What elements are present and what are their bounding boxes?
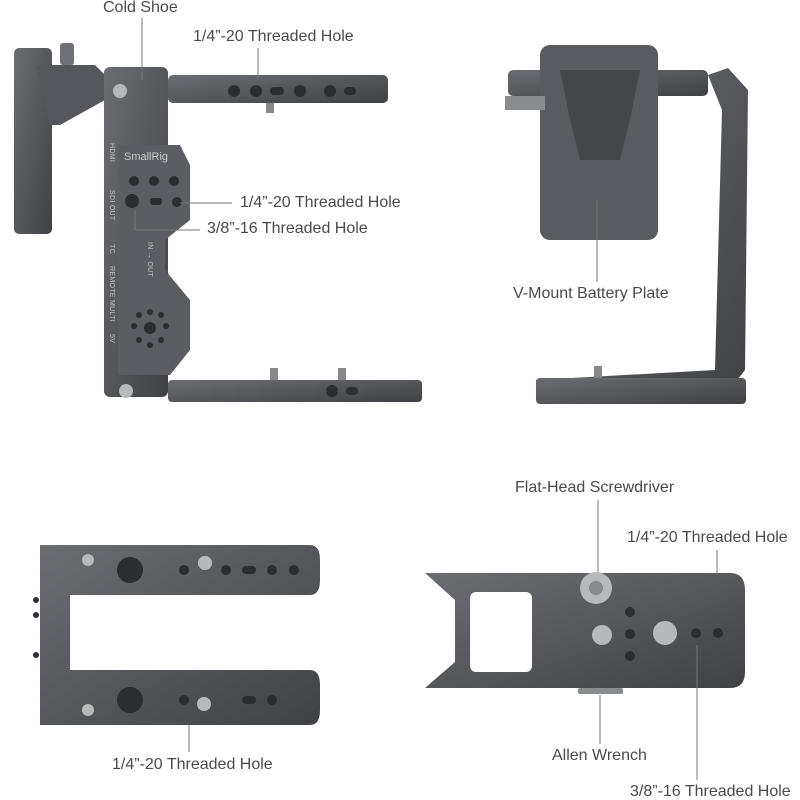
cage-vmount-view <box>505 45 748 404</box>
base-plate <box>33 545 320 725</box>
label-base-quarter-hole: 1/4”-20 Threaded Hole <box>112 756 273 773</box>
port-label-5v: 5V <box>108 334 115 344</box>
label-top-quarter-hole: 1/4”-20 Threaded Hole <box>193 28 354 45</box>
port-label-hdmi: HDMI <box>108 143 115 163</box>
port-label-sdi-out: SDI OUT <box>108 190 115 221</box>
label-side-threeeighth-hole: 3/8”-16 Threaded Hole <box>207 220 368 237</box>
label-allen-wrench: Allen Wrench <box>552 747 647 764</box>
in-out-label: IN → OUT <box>146 242 153 278</box>
label-screwdriver: Flat-Head Screwdriver <box>515 479 675 496</box>
leader-lines <box>134 18 718 780</box>
cage-side-view: SmallRig <box>14 43 422 402</box>
label-side-quarter-hole: 1/4”-20 Threaded Hole <box>240 194 401 211</box>
label-handle-threeeighth-hole: 3/8”-16 Threaded Hole <box>630 783 791 800</box>
brand-logo: SmallRig <box>124 151 168 163</box>
port-label-tc: TC <box>108 244 115 254</box>
port-label-multi: MULTI <box>108 300 115 322</box>
label-vmount-plate: V-Mount Battery Plate <box>513 285 669 302</box>
port-label-remote: REMOTE <box>108 266 115 298</box>
handle-plate <box>425 572 745 694</box>
label-cold-shoe: Cold Shoe <box>103 0 178 16</box>
label-handle-quarter-hole: 1/4”-20 Threaded Hole <box>627 529 788 546</box>
